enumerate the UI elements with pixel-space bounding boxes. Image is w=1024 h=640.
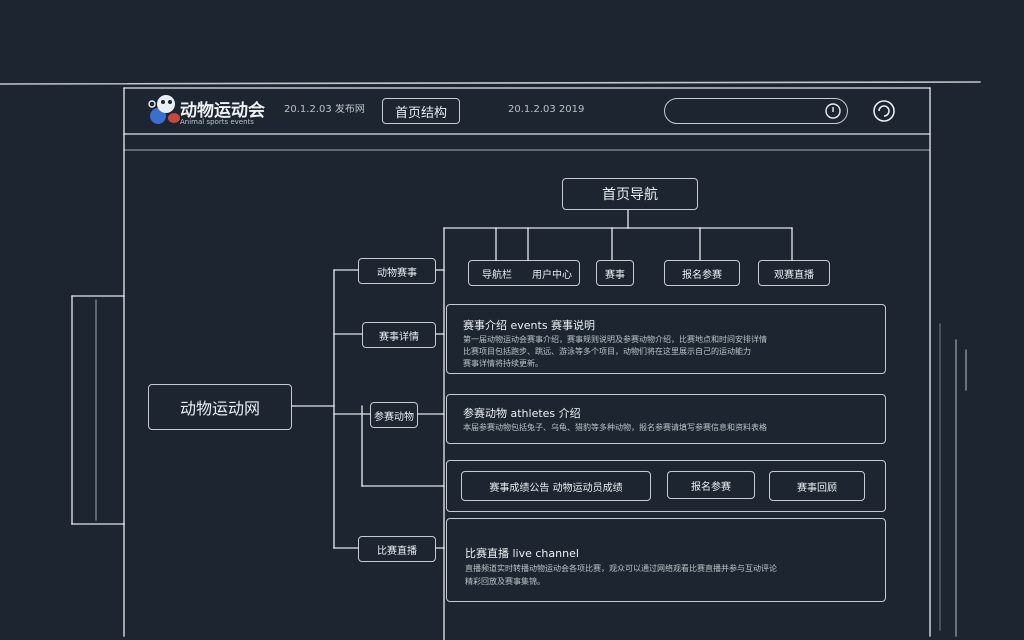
- athletes-line-1: 本届参赛动物包括兔子、乌龟、猎豹等多种动物，报名参赛请填写参赛信息和资料表格: [463, 423, 767, 432]
- search-input[interactable]: [675, 103, 819, 121]
- header-meta-left: 20.1.2.03 发布网: [284, 104, 365, 115]
- branch-event-details[interactable]: 赛事详情: [362, 322, 436, 348]
- top-child-user-center[interactable]: 用户中心: [532, 269, 572, 281]
- top-child-register[interactable]: 报名参赛: [664, 260, 740, 286]
- athletes-title: 参赛动物 athletes 介绍: [463, 407, 581, 420]
- logo-title: 动物运动会: [180, 101, 265, 121]
- nav-structure-button[interactable]: 首页结构: [382, 98, 460, 124]
- live-title: 比赛直播 live channel: [465, 547, 579, 560]
- athletes-panel: 参赛动物 athletes 介绍 本届参赛动物包括兔子、乌龟、猎豹等多种动物，报…: [446, 394, 886, 444]
- review-button[interactable]: 赛事回顾: [769, 471, 865, 501]
- live-line-1: 直播频道实时转播动物运动会各项比赛，观众可以通过网络观看比赛直播并参与互动评论: [465, 564, 777, 573]
- top-nav-node[interactable]: 首页导航: [562, 178, 698, 210]
- event-details-line-2: 比赛项目包括跑步、跳远、游泳等多个项目，动物们将在这里展示自己的运动能力: [463, 347, 751, 356]
- logo-subtitle: Animal sports events: [180, 118, 254, 126]
- top-child-events[interactable]: 赛事: [596, 260, 634, 286]
- event-details-title: 赛事介绍 events 赛事说明: [463, 319, 596, 332]
- branch-events[interactable]: 动物赛事: [358, 258, 436, 284]
- register-button[interactable]: 报名参赛: [667, 471, 755, 499]
- mascot-icon: [148, 95, 180, 124]
- branch-live[interactable]: 比赛直播: [358, 536, 436, 562]
- header-meta-right: 20.1.2.03 2019: [508, 104, 585, 115]
- results-announcement-button[interactable]: 赛事成绩公告 动物运动员成绩: [461, 471, 651, 501]
- top-child-nav-bar[interactable]: 导航栏: [482, 269, 512, 281]
- refresh-icon[interactable]: [870, 97, 898, 125]
- results-panel: 赛事成绩公告 动物运动员成绩 报名参赛 赛事回顾: [446, 460, 886, 512]
- search-icon[interactable]: [823, 101, 843, 121]
- branch-athletes[interactable]: 参赛动物: [370, 402, 418, 428]
- sitemap-root[interactable]: 动物运动网: [148, 384, 292, 430]
- event-details-panel: 赛事介绍 events 赛事说明 第一届动物运动会赛事介绍，赛事规则说明及参赛动…: [446, 304, 886, 374]
- event-details-line-1: 第一届动物运动会赛事介绍，赛事规则说明及参赛动物介绍，比赛地点和时间安排详情: [463, 335, 767, 344]
- top-children-group-a: [468, 260, 580, 286]
- live-panel: 比赛直播 live channel 直播频道实时转播动物运动会各项比赛，观众可以…: [446, 518, 886, 602]
- logo[interactable]: 动物运动会 Animal sports events: [144, 92, 265, 130]
- live-line-2: 精彩回放及赛事集锦。: [465, 577, 545, 586]
- search-bar[interactable]: [664, 98, 848, 124]
- top-child-live[interactable]: 观赛直播: [758, 260, 830, 286]
- event-details-line-3: 赛事详情将持续更新。: [463, 359, 543, 368]
